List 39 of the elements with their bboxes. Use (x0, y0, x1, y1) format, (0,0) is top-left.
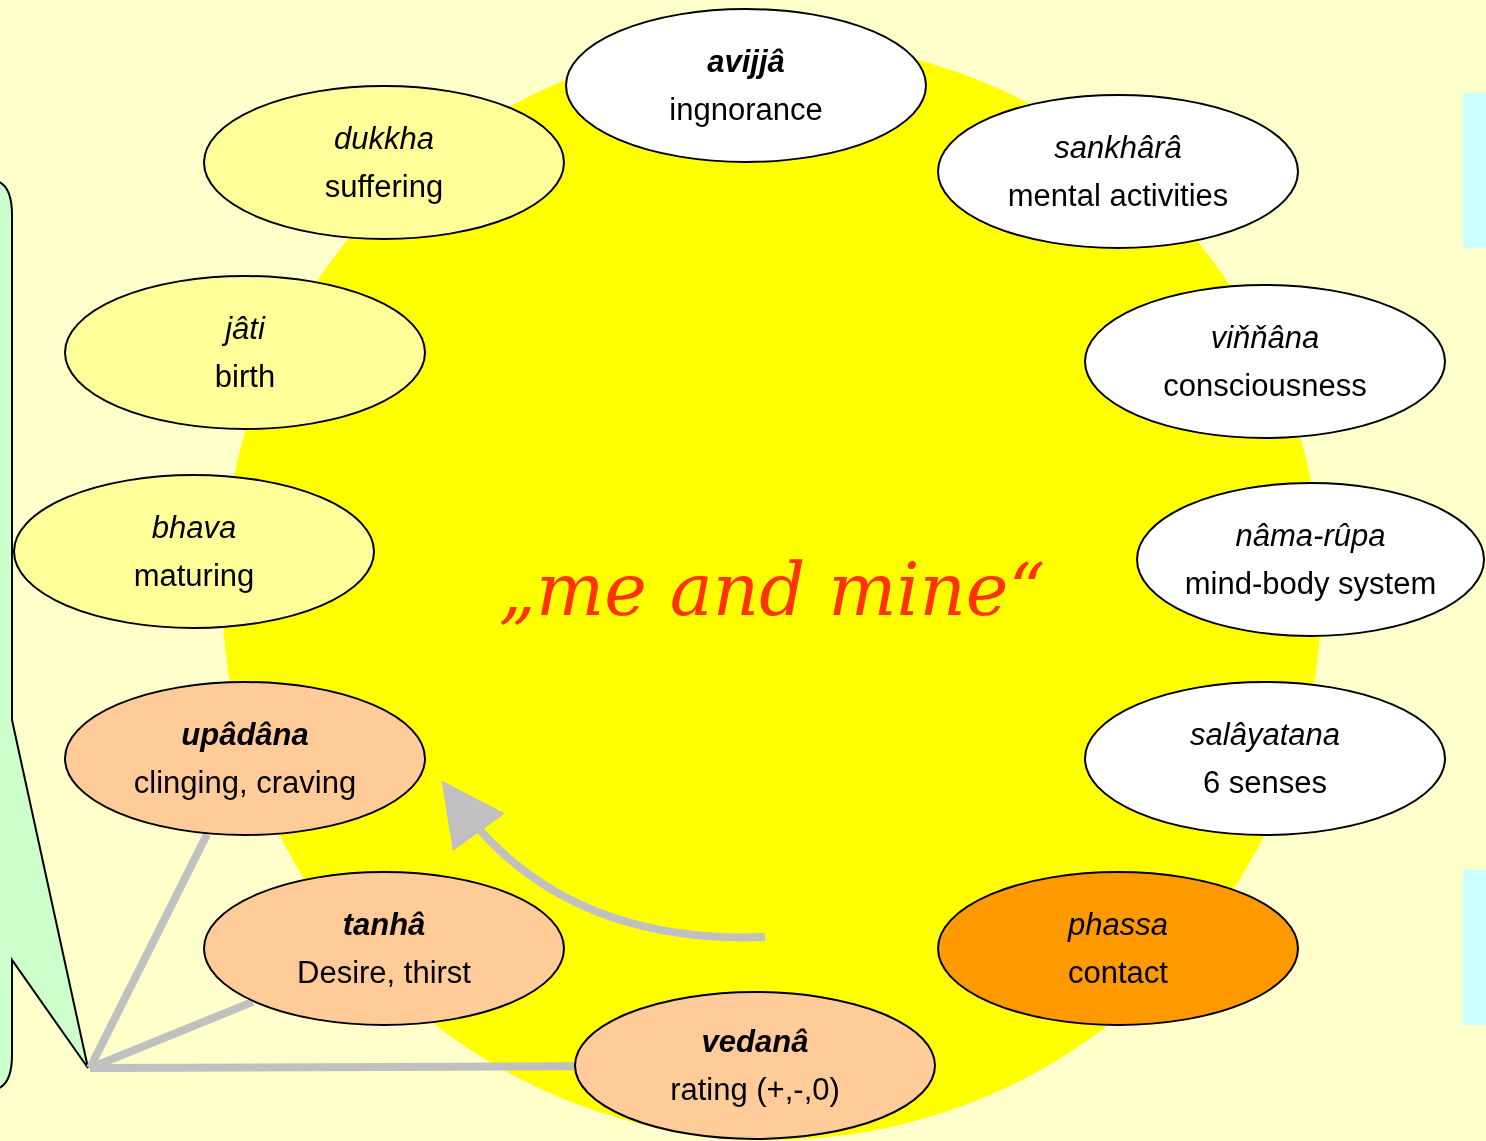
term-translation: contact (1068, 953, 1168, 992)
stage-ellipse (203, 871, 565, 1026)
stage-ellipse (1084, 284, 1446, 439)
term-translation: birth (214, 357, 276, 396)
stage-ellipse (203, 85, 565, 240)
curved-arrow (440, 780, 766, 942)
term-translation: consciousness (1163, 366, 1367, 405)
pali-term: phassa (1068, 905, 1168, 944)
pali-term: viňňâna (1210, 318, 1320, 357)
stage-ellipse (64, 275, 426, 430)
pali-term: avijjâ (707, 42, 785, 81)
term-translation: mind-body system (1184, 564, 1437, 603)
term-translation: mental activities (1007, 176, 1229, 215)
stage-ellipse (565, 8, 927, 163)
pali-term: upâdâna (181, 715, 309, 754)
term-translation: clinging, craving (133, 763, 357, 802)
term-translation: Desire, thirst (297, 953, 471, 992)
stage-ellipse (574, 991, 936, 1140)
term-translation: 6 senses (1202, 763, 1328, 802)
term-translation: maturing (133, 556, 255, 595)
term-translation: ingnorance (669, 90, 823, 129)
pali-term: salâyatana (1190, 715, 1340, 754)
stage-ellipse (937, 94, 1299, 249)
pali-term: dukkha (334, 119, 434, 158)
term-translation: suffering (324, 167, 444, 206)
stage-ellipse (937, 871, 1299, 1026)
pali-term: tanhâ (342, 905, 426, 944)
leader-line (90, 1062, 575, 1072)
pali-term: sankhârâ (1054, 128, 1182, 167)
pali-term: vedanâ (701, 1022, 809, 1061)
leader-line (86, 832, 211, 1070)
term-translation: rating (+,-,0) (670, 1070, 840, 1109)
stage-ellipse (13, 474, 375, 629)
stage-ellipse (1136, 482, 1485, 637)
stage-ellipse (64, 681, 426, 836)
stage-ellipse (1084, 681, 1446, 836)
pali-term: bhava (151, 508, 237, 547)
center-text: „me and mine“ (472, 530, 1072, 650)
pali-term: nâma-rûpa (1235, 516, 1386, 555)
